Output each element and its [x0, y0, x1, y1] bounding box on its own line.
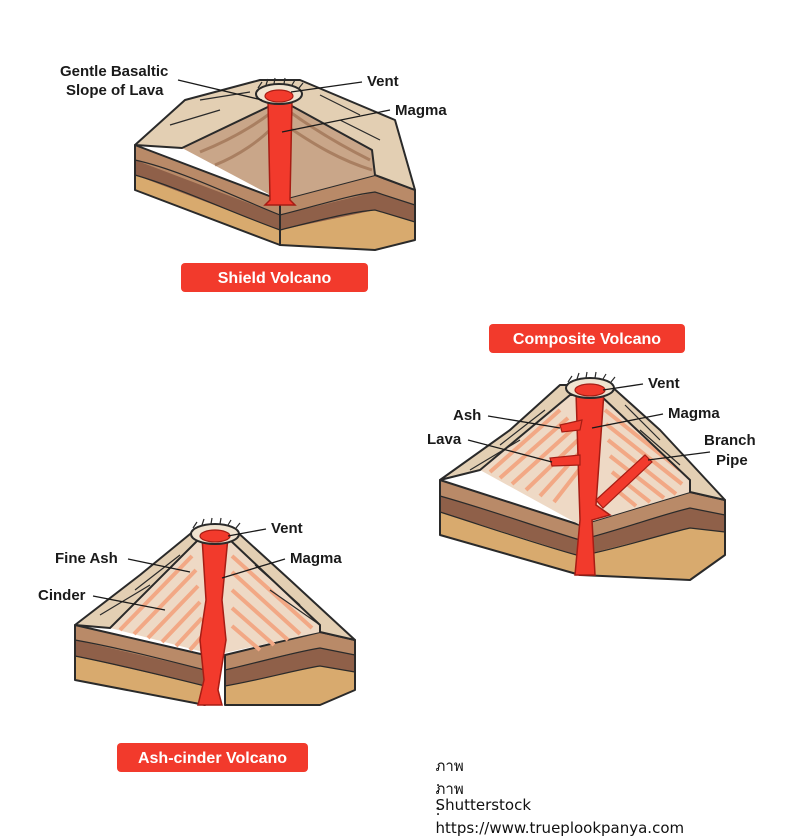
ash-cinder-crater: [190, 517, 241, 545]
shield-volcano: Gentle Basaltic Slope of Lava Vent Magma…: [60, 63, 447, 292]
ash-cinder-cinder-label: Cinder: [38, 587, 86, 604]
ash-cinder-vent-label: Vent: [271, 520, 303, 537]
composite-lava-leader: [467, 439, 553, 463]
composite-branch-label-line1: Branch: [704, 432, 756, 449]
composite-volcano-badge: Composite Volcano: [489, 324, 685, 353]
shield-vent-leader: [290, 81, 363, 93]
ash-cinder-magma-leader: [221, 558, 286, 579]
ash-cinder-cinder-leader: [92, 595, 166, 611]
composite-branch-label-line2: Pipe: [716, 452, 748, 469]
composite-branch-leader: [647, 451, 711, 461]
ash-cinder-rock-layers: [74, 624, 356, 706]
composite-vent-leader: [602, 383, 644, 391]
composite-magma-leader: [591, 413, 664, 429]
shield-slope-label-line1: Gentle Basaltic: [60, 63, 168, 80]
shield-vent-label: Vent: [367, 73, 399, 90]
shield-rock-layers: [134, 144, 416, 251]
composite-ash-leader: [487, 415, 561, 429]
ash-cinder-volcano: Vent Fine Ash Magma Cinder Ash-cinder Vo…: [38, 517, 356, 772]
composite-vent-label: Vent: [648, 375, 680, 392]
ash-cinder-cone-surface: [74, 529, 356, 641]
credit-2-separator: :: [435, 801, 441, 819]
ash-cinder-volcano-badge: Ash-cinder Volcano: [117, 743, 308, 772]
shield-crater: [255, 77, 304, 105]
shield-slope-label-line2: Slope of Lava: [66, 82, 164, 99]
ash-cinder-magma-label: Magma: [290, 550, 342, 567]
ash-cinder-fine-ash-leader: [127, 558, 191, 573]
ash-cinder-volcano-title: Ash-cinder Volcano: [138, 750, 287, 767]
volcano-diagram: Gentle Basaltic Slope of Lava Vent Magma…: [38, 63, 756, 772]
shield-magma-pipe: [263, 99, 297, 206]
shield-slope-leader: [177, 79, 263, 101]
composite-lava-label: Lava: [427, 431, 462, 448]
shield-volcano-badge: Shield Volcano: [181, 263, 368, 292]
credit-1-separator: :: [435, 778, 441, 796]
composite-ash-label: Ash: [453, 407, 481, 424]
composite-magma-pipe: [549, 391, 653, 576]
composite-volcano-title: Composite Volcano: [513, 331, 661, 348]
ash-cinder-magma-pipe: [197, 536, 229, 706]
composite-cone-surface: [439, 384, 726, 501]
shield-magma-leader: [281, 109, 391, 133]
composite-volcano: Vent Ash Magma Lava Branch Pipe Composit…: [427, 324, 756, 581]
composite-crater: [565, 371, 616, 399]
credit-2-prefix: ภาพ: [435, 780, 464, 798]
credit-1-prefix: ภาพ: [435, 757, 464, 775]
ash-cinder-fine-ash-label: Fine Ash: [55, 550, 118, 567]
shield-magma-label: Magma: [395, 102, 447, 119]
shield-cone-surface: [134, 79, 416, 191]
ash-cinder-vent-leader: [227, 528, 267, 537]
shield-volcano-title: Shield Volcano: [218, 270, 332, 287]
composite-magma-label: Magma: [668, 405, 720, 422]
credit-2-text: https://www.trueplookpanya.com: [435, 819, 685, 837]
image-credit-2: ภาพ : https://www.trueplookpanya.com: [426, 759, 685, 837]
